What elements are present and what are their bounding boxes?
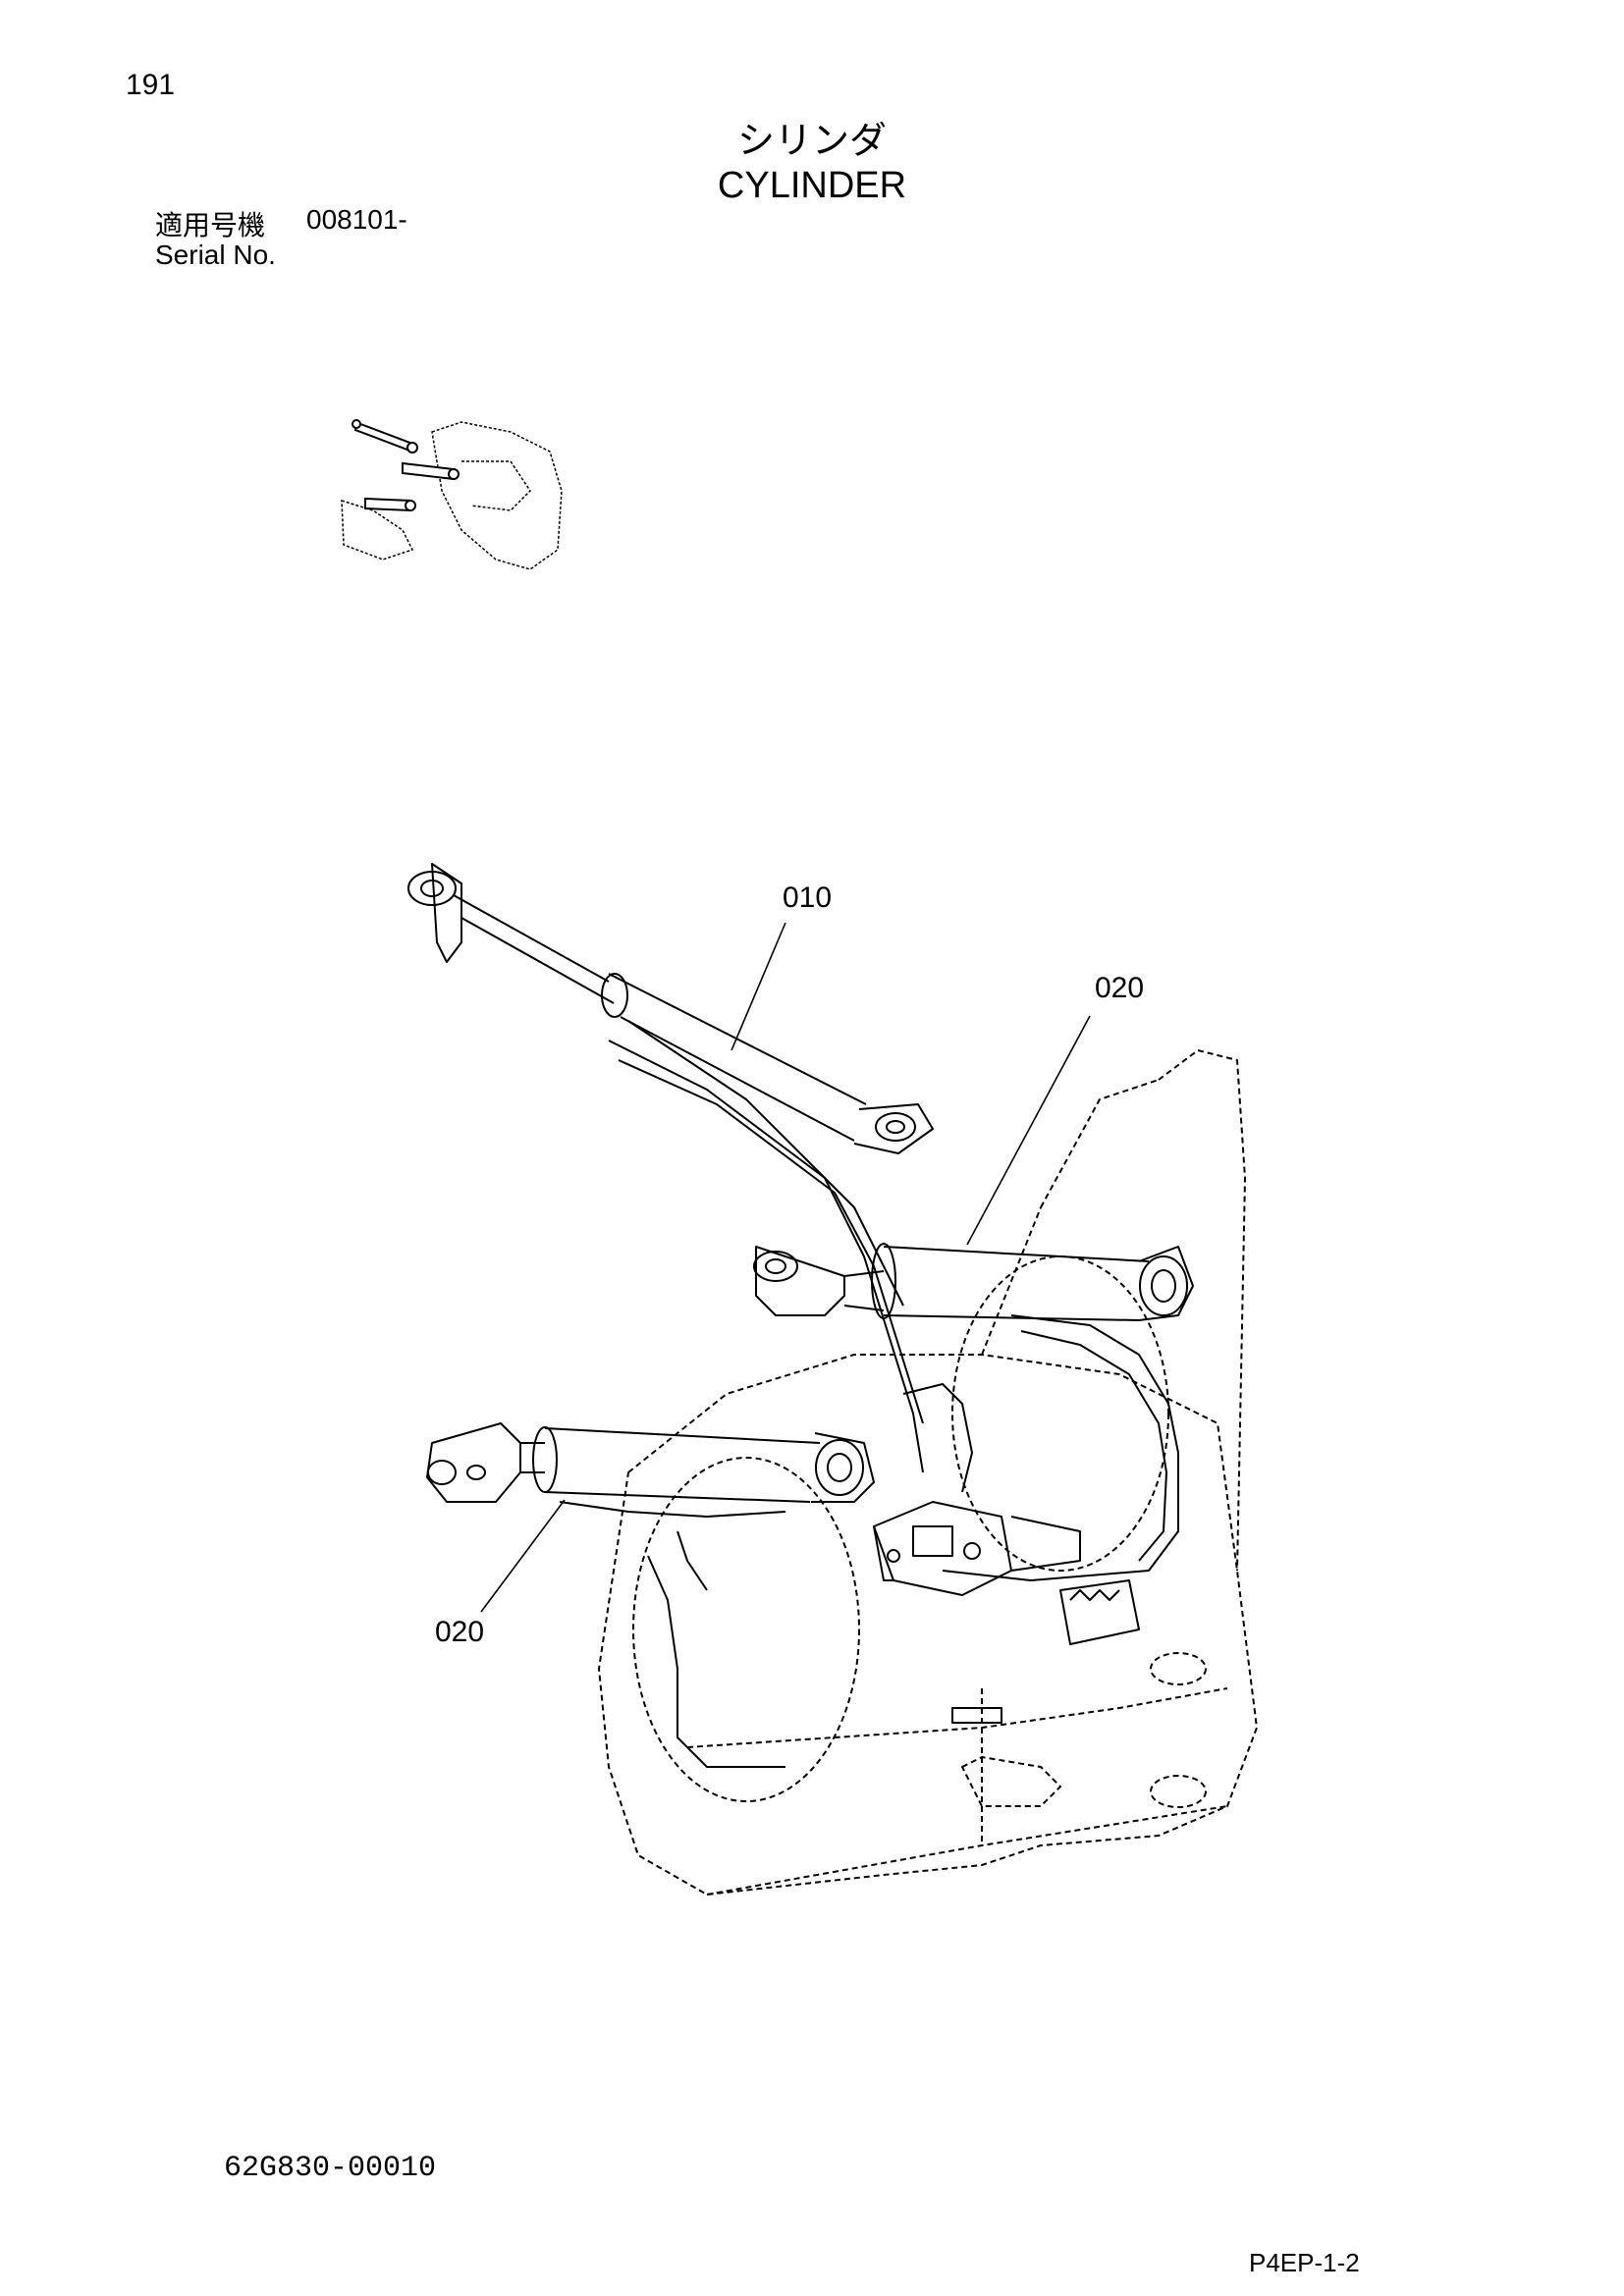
serial-label-japanese: 適用号機 — [155, 209, 266, 241]
serial-label: Serial No. — [155, 240, 276, 270]
page-title-japanese: シリンダ — [736, 119, 887, 162]
serial-number-value: 008101- — [306, 204, 407, 235]
page-code: P4EP-1-2 — [1249, 2248, 1360, 2277]
callout-010: 010 — [783, 881, 833, 914]
callout-020-lower: 020 — [435, 1616, 485, 1648]
page-title: CYLINDER — [717, 165, 907, 206]
page-number: 191 — [126, 69, 176, 101]
callout-020-upper: 020 — [1095, 972, 1145, 1004]
drawing-number: 62G830-00010 — [224, 2152, 437, 2185]
